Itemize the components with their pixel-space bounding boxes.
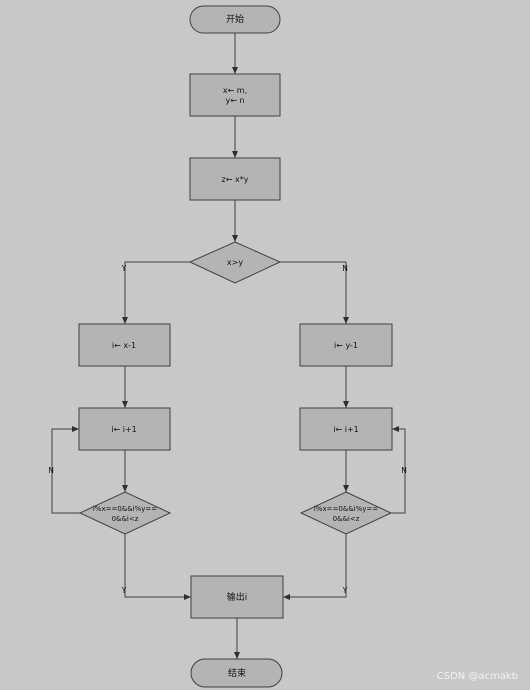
edge-label-left-yes-output: Y — [121, 586, 127, 595]
assign-label-line2: y← n — [225, 96, 244, 105]
edge-label-right-yes-output: Y — [342, 586, 348, 595]
right-step-box — [299, 407, 393, 451]
multiply-label: z← x*y — [222, 175, 249, 184]
assign-process-box — [189, 73, 281, 117]
edge-label-right-loop-no: N — [401, 466, 407, 475]
compare-decision — [188, 241, 282, 284]
left-init-label: i← x-1 — [112, 341, 136, 350]
right-condition-line2: 0&&i<z — [333, 515, 360, 523]
arrow-left-cond-yes-output — [124, 534, 191, 600]
multiply-process-box — [189, 157, 281, 201]
edge-label-compare-yes: Y — [121, 264, 127, 273]
arrow-right-cond-no-loop — [391, 426, 406, 514]
left-condition-line2: 0&&i<z — [112, 515, 139, 523]
arrow-right-cond-yes-output — [283, 534, 347, 600]
assign-label-line1: x← m, — [223, 86, 247, 95]
left-condition-decision — [78, 491, 172, 535]
arrow-left-cond-no-loop — [51, 426, 80, 514]
compare-label: x>y — [227, 258, 243, 267]
left-init-box — [78, 323, 171, 367]
output-box — [190, 575, 284, 619]
left-step-box — [78, 407, 171, 451]
right-condition-decision — [299, 491, 393, 535]
right-step-label: i← i+1 — [333, 425, 358, 434]
left-condition-line1: i%x==0&&i%y== — [93, 505, 157, 513]
start-terminal — [189, 5, 281, 34]
arrow-compare-no-right — [280, 261, 349, 324]
end-terminal — [190, 658, 283, 688]
right-init-box — [299, 323, 393, 367]
watermark: CSDN @acmakb — [437, 671, 518, 682]
end-label: 结束 — [228, 667, 246, 679]
start-label: 开始 — [226, 13, 244, 25]
arrow-compare-yes-left — [122, 261, 190, 324]
right-condition-line1: i%x==0&&i%y== — [314, 505, 378, 513]
left-step-label: i← i+1 — [111, 425, 136, 434]
right-init-label: i← y-1 — [334, 341, 358, 350]
edge-label-compare-no: N — [342, 264, 348, 273]
edge-label-left-loop-no: N — [48, 466, 54, 475]
output-label: 输出i — [227, 591, 248, 603]
